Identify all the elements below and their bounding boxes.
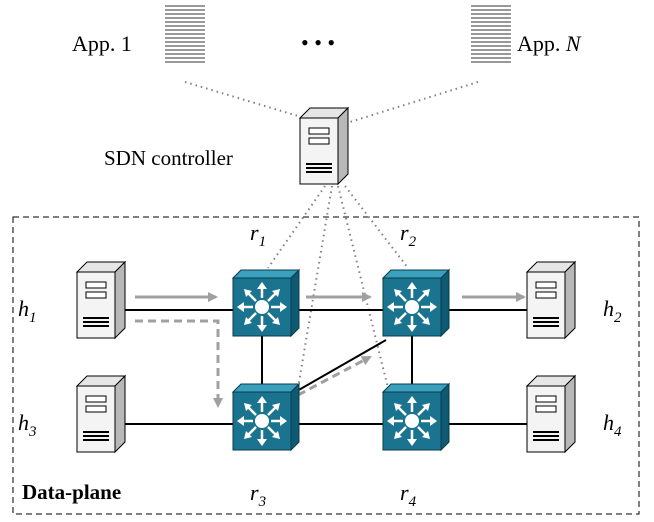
network-switch-icon [381,382,451,452]
switch-label-r1: r1 [250,220,266,250]
switch-label-r3: r3 [250,480,266,510]
server-icon [76,375,126,453]
controller-label: SDN controller [104,146,233,170]
control-links [184,81,479,389]
network-switch-icon [231,268,301,338]
server-icon [299,107,349,185]
flow-arrow-dashed [135,319,223,408]
flow-arrow-dashed [297,355,372,397]
app-stack-icon [470,4,512,66]
server-icon [526,261,576,339]
server-icon [76,261,126,339]
flow-arrows [135,292,526,408]
data-plane-label: Data-plane [22,480,121,504]
switch-label-r2: r2 [400,220,417,250]
app-stack-icon [164,4,206,66]
app-label-n: App. N [517,31,582,56]
host-label-h2: h2 [603,296,622,326]
apps-ellipsis: • • • [301,30,335,55]
host-label-h1: h1 [18,296,37,326]
host-label-h3: h3 [18,410,37,440]
host-label-h4: h4 [603,410,622,440]
server-icon [526,375,576,453]
data-plane-boundary [12,216,640,515]
network-switch-icon [231,382,301,452]
data-links [120,309,540,425]
switch-label-r4: r4 [400,480,417,510]
network-switch-icon [381,268,451,338]
app-label-1: App. 1 [72,31,132,56]
